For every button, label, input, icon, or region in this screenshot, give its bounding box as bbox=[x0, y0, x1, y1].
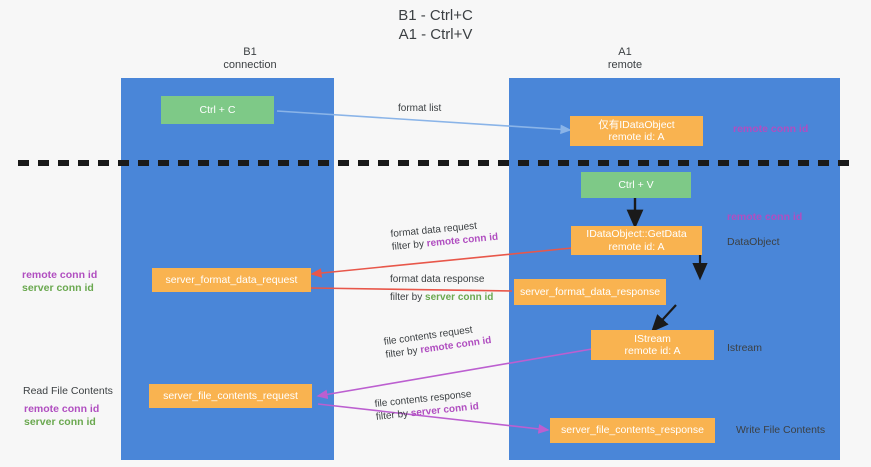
box-server-file-contents-request[interactable]: server_file_contents_request bbox=[149, 384, 312, 408]
box-getdata-line1: IDataObject::GetData bbox=[586, 228, 687, 240]
box-idataobject-getdata[interactable]: IDataObject::GetData remote id: A bbox=[571, 226, 702, 255]
box-server-file-contents-request-label: server_file_contents_request bbox=[163, 389, 298, 402]
edge-label-format-list-text: format list bbox=[398, 103, 442, 114]
box-ctrl-v-label: Ctrl + V bbox=[618, 178, 654, 191]
box-server-file-contents-response-label: server_file_contents_response bbox=[560, 424, 704, 437]
box-idataobject-top-line2: remote id: A bbox=[608, 131, 665, 143]
edge-label-format-data-response-filter-prefix: filter by bbox=[390, 292, 426, 303]
column-header-b1-sub: connection bbox=[223, 59, 277, 71]
label-left-read-file-contents: Read File Contents bbox=[23, 385, 113, 397]
column-header-a1-sub: remote bbox=[607, 59, 643, 71]
box-ctrl-v[interactable]: Ctrl + V bbox=[581, 172, 691, 198]
label-right-remote-conn-id-top: remote conn id bbox=[733, 123, 809, 135]
box-istream-line2: remote id: A bbox=[624, 345, 681, 357]
label-right-dataobject: DataObject bbox=[727, 236, 780, 248]
edge-label-format-data-response-filter-key: server conn id bbox=[425, 292, 494, 303]
edge-label-format-data-request: format data request filter by remote con… bbox=[390, 218, 499, 254]
box-server-file-contents-response[interactable]: server_file_contents_response bbox=[550, 418, 715, 443]
box-ctrl-c-label: Ctrl + C bbox=[199, 103, 236, 116]
box-server-format-data-request-label: server_format_data_request bbox=[165, 273, 298, 286]
label-left-remote-conn-id-bottom: remote conn id bbox=[24, 403, 100, 415]
edge-label-file-contents-request: file contents request filter by remote c… bbox=[383, 321, 492, 362]
edge-label-format-data-response-text: format data response bbox=[390, 274, 485, 285]
box-ctrl-c[interactable]: Ctrl + C bbox=[161, 96, 274, 124]
box-server-format-data-response[interactable]: server_format_data_response bbox=[514, 279, 666, 305]
box-server-format-data-request[interactable]: server_format_data_request bbox=[152, 268, 311, 292]
diagram-title-line1: B1 - Ctrl+C bbox=[398, 7, 473, 24]
edge-label-file-contents-response: file contents response filter by server … bbox=[374, 387, 480, 424]
edge-label-format-data-request-filter-prefix: filter by bbox=[391, 238, 428, 253]
edge-label-file-contents-request-filter-prefix: filter by bbox=[384, 344, 422, 361]
column-header-b1: B1 connection bbox=[150, 46, 350, 72]
label-right-write-file-contents: Write File Contents bbox=[736, 424, 826, 436]
column-header-b1-name: B1 bbox=[243, 46, 257, 58]
box-idataobject-top[interactable]: 仅有IDataObject remote id: A bbox=[570, 116, 703, 146]
box-idataobject-top-line1: 仅有IDataObject bbox=[598, 118, 675, 131]
box-getdata-line2: remote id: A bbox=[608, 240, 665, 253]
edge-label-format-data-response: format data response filter by server co… bbox=[390, 273, 493, 304]
column-header-a1: A1 remote bbox=[525, 46, 725, 72]
diagram-title: B1 - Ctrl+C A1 - Ctrl+V bbox=[0, 6, 871, 44]
edge-label-format-list: format list bbox=[398, 102, 441, 115]
edge-label-file-contents-response-filter-prefix: filter by bbox=[375, 408, 412, 423]
diagram-title-line2: A1 - Ctrl+V bbox=[398, 26, 473, 43]
label-left-remote-conn-id-mid: remote conn id bbox=[22, 269, 98, 281]
box-server-format-data-response-label: server_format_data_response bbox=[519, 285, 661, 298]
box-istream[interactable]: IStream remote id: A bbox=[591, 330, 714, 360]
label-right-remote-conn-id-mid: remote conn id bbox=[727, 211, 803, 223]
label-left-server-conn-id-mid: server conn id bbox=[22, 282, 94, 294]
label-right-istream: Istream bbox=[727, 342, 763, 354]
label-left-server-conn-id-bottom: server conn id bbox=[24, 416, 96, 428]
box-istream-line1: IStream bbox=[634, 332, 671, 345]
column-header-a1-name: A1 bbox=[618, 46, 632, 58]
